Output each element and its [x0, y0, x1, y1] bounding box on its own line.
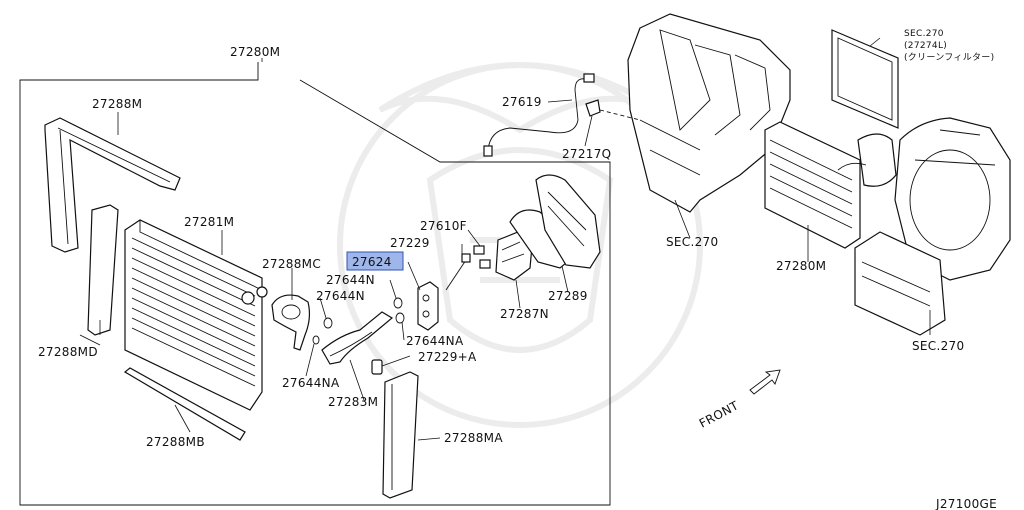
label-27289[interactable]: 27289: [548, 289, 588, 303]
label-27288MA[interactable]: 27288MA: [444, 431, 503, 445]
seal-27288MA[interactable]: [382, 371, 419, 499]
o-rings[interactable]: [312, 297, 405, 345]
label-27288MC[interactable]: 27288MC: [262, 257, 321, 271]
expansion-valve-27624[interactable]: [417, 281, 439, 331]
evaporator-27280M-right[interactable]: [764, 121, 897, 249]
label-27644NA-right[interactable]: 27644NA: [406, 334, 464, 348]
label-27644NA-left[interactable]: 27644NA: [282, 376, 340, 390]
bolt-27229[interactable]: [445, 253, 471, 291]
assembly-outline: [19, 62, 611, 506]
evaporator-core-27281M[interactable]: [124, 219, 268, 411]
label-27287N[interactable]: 27287N: [500, 307, 549, 321]
blower-unit-sec270[interactable]: [854, 117, 1011, 336]
highlight-27624: [346, 251, 404, 271]
bolt-27229A[interactable]: [371, 359, 383, 375]
label-27619[interactable]: 27619: [502, 95, 542, 109]
label-27280M-right[interactable]: 27280M: [776, 259, 826, 273]
diagram-code: J27100GE: [935, 497, 997, 510]
label-27283M[interactable]: 27283M: [328, 395, 378, 409]
label-27288MB[interactable]: 27288MB: [146, 435, 205, 449]
seal-27288MD[interactable]: [87, 204, 119, 336]
label-27217Q[interactable]: 27217Q: [562, 147, 611, 161]
leader-lines: [79, 37, 931, 441]
pipe-27283M[interactable]: [321, 311, 394, 365]
label-sec270-right[interactable]: SEC.270: [912, 339, 964, 353]
label-27644N-lower[interactable]: 27644N: [316, 289, 365, 303]
front-label: FRONT: [697, 398, 741, 430]
label-27288M[interactable]: 27288M: [92, 97, 142, 111]
label-27644N-upper[interactable]: 27644N: [326, 273, 375, 287]
heater-unit-sec270[interactable]: [599, 13, 791, 213]
clip-27217Q[interactable]: [585, 99, 601, 117]
label-sec270-center[interactable]: SEC.270: [666, 235, 718, 249]
label-27288MD[interactable]: 27288MD: [38, 345, 98, 359]
grommet-27288MC[interactable]: [271, 294, 311, 351]
evaporator-fins: [131, 237, 256, 387]
hose-27619[interactable]: [483, 73, 595, 157]
label-27280M-top[interactable]: 27280M: [230, 45, 280, 59]
label-filter-note: (クリーンフィルター): [904, 52, 994, 63]
cover-27289[interactable]: [509, 174, 601, 269]
label-sec270-top[interactable]: SEC.270: [904, 29, 944, 39]
label-27624[interactable]: 27624: [352, 255, 392, 269]
cabin-filter-27274L[interactable]: [831, 29, 899, 129]
front-arrow: [749, 369, 781, 395]
seal-27288MB[interactable]: [123, 367, 246, 441]
label-27281M[interactable]: 27281M: [184, 215, 234, 229]
label-27229A[interactable]: 27229+A: [418, 350, 477, 364]
label-27229[interactable]: 27229: [390, 236, 430, 250]
label-27610F[interactable]: 27610F: [420, 219, 467, 233]
clip-27610F[interactable]: [473, 245, 491, 269]
seal-27288M[interactable]: [44, 117, 181, 253]
label-27274L: (27274L): [904, 41, 947, 51]
